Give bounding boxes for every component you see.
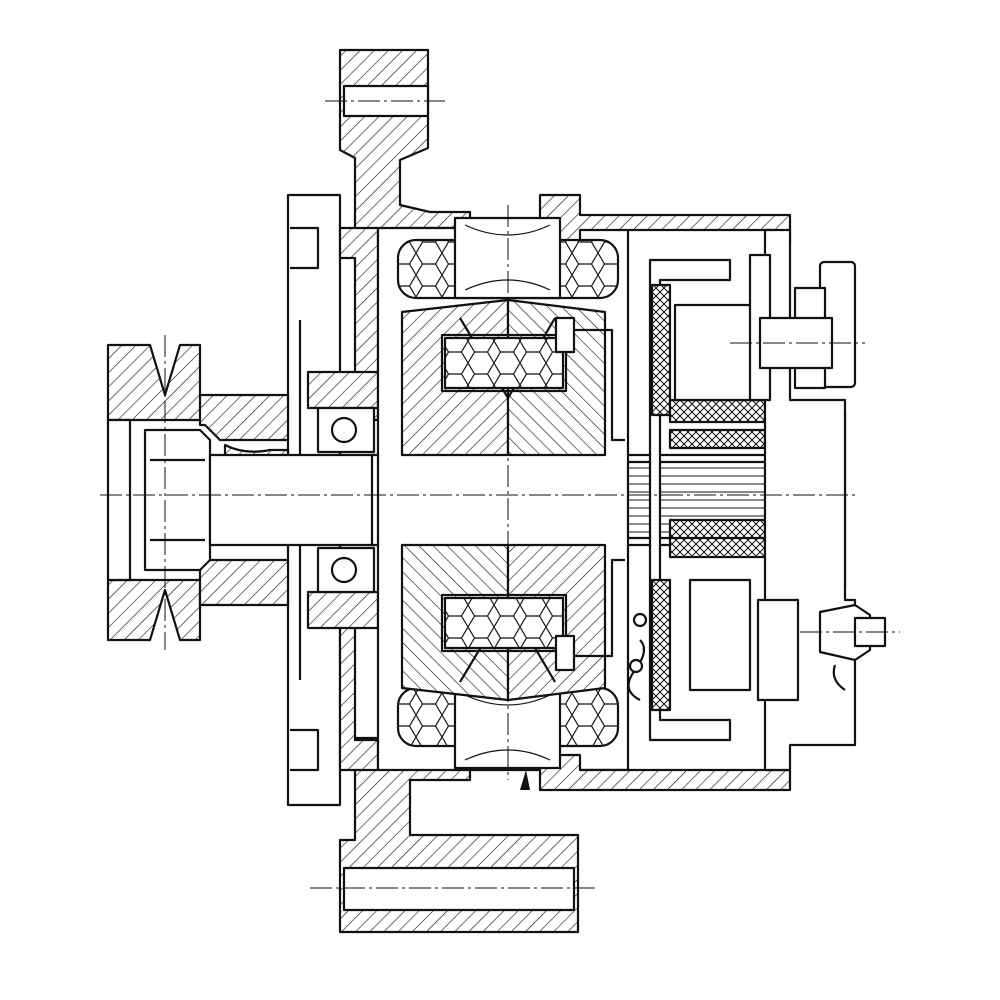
section-arrow [520,770,530,790]
front-bearing-ball-bottom [330,556,358,584]
slip-ring-bottom [668,518,767,540]
slip-ring-top [668,428,767,450]
field-coil [440,316,625,672]
brush-holder-insulator-bottom [650,578,672,712]
pulley-nut [143,428,212,572]
brush-holder [673,303,762,402]
field-coil-top [443,336,565,390]
slip-ring-assembly [627,258,767,742]
upper-mounting-lug [325,48,472,264]
pulley [106,343,290,642]
field-coil-bottom [443,596,565,650]
output-terminal-bolt [800,603,900,691]
lower-lug-bolt-hole [342,866,576,912]
front-bearing-ball-top [330,416,358,444]
stator-windings [396,205,620,780]
lower-mounting-lug [310,736,595,934]
brush-holder-insulator-top [650,283,672,417]
